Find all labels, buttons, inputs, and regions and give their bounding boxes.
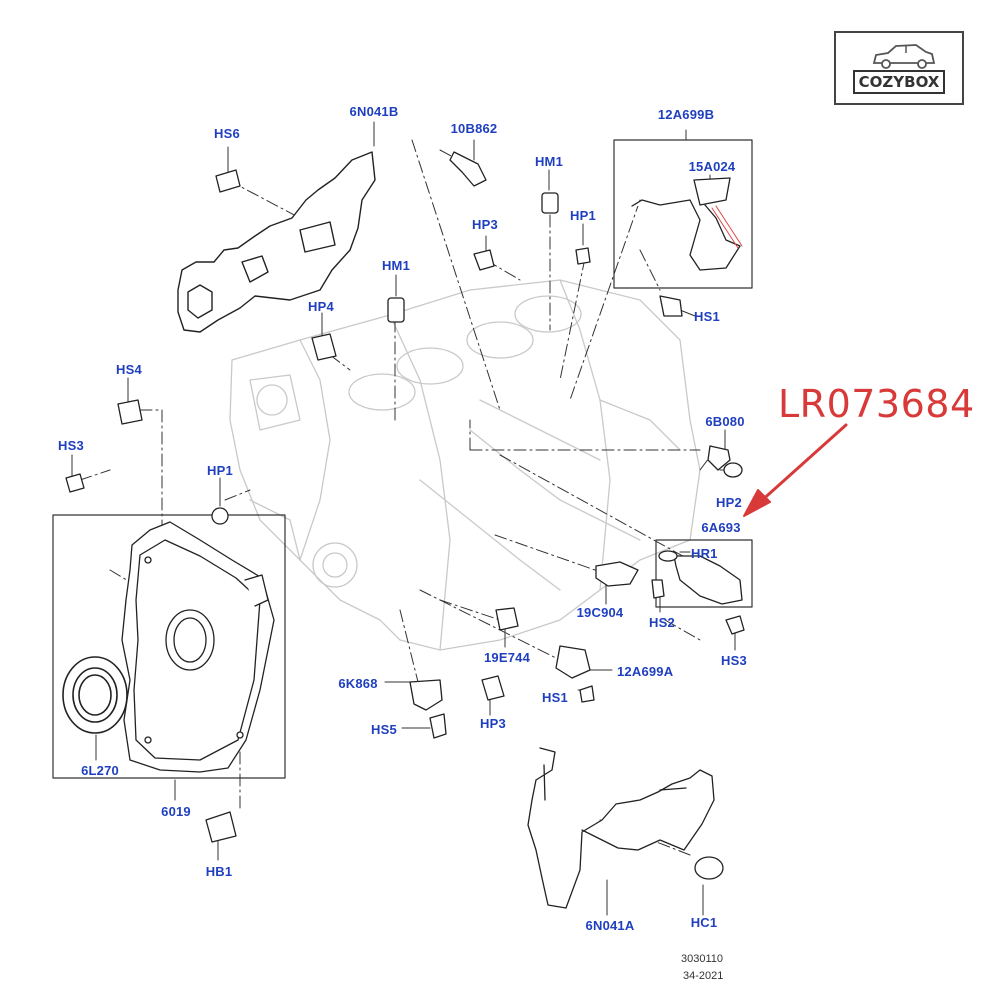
wire-highlight <box>711 205 743 249</box>
label-HM1-top: HM1 <box>534 154 564 169</box>
brand-logo: COZYBOX <box>834 31 964 105</box>
diagram-code: 3030110 <box>681 953 724 965</box>
label-6B080: 6B080 <box>705 414 745 429</box>
label-HS1-bottom: HS1 <box>542 690 568 705</box>
label-HP3-top: HP3 <box>472 217 498 232</box>
label-12A699B: 12A699B <box>657 107 715 122</box>
diagram-date: 34-2021 <box>683 970 724 982</box>
part-number: LR073684 <box>778 382 975 426</box>
label-HS5: HS5 <box>371 722 397 737</box>
small-parts <box>65 151 745 880</box>
label-6N041B: 6N041B <box>349 104 399 119</box>
front-cover <box>121 521 275 773</box>
label-15A024: 15A024 <box>688 159 736 174</box>
arrow-icon <box>743 423 848 517</box>
label-6K868: 6K868 <box>338 676 378 691</box>
label-12A699A: 12A699A <box>617 664 674 679</box>
engine-block <box>229 279 701 651</box>
label-HS1-top: HS1 <box>694 309 720 324</box>
label-HR1: HR1 <box>691 546 718 561</box>
crank-seal <box>62 656 128 734</box>
label-10B862: 10B862 <box>450 121 498 136</box>
label-HS6: HS6 <box>214 126 240 141</box>
callout-lines <box>71 121 736 916</box>
car-icon <box>872 44 936 69</box>
label-HP2: HP2 <box>716 495 742 510</box>
label-HB1: HB1 <box>205 864 233 879</box>
label-HS2: HS2 <box>649 615 675 630</box>
label-HP3-bottom: HP3 <box>480 716 506 731</box>
label-HS4: HS4 <box>116 362 142 377</box>
label-HP1-top: HP1 <box>570 208 596 223</box>
timing-cover-lower <box>527 747 715 909</box>
label-6L270: 6L270 <box>81 763 119 778</box>
label-6N041A: 6N041A <box>585 918 635 933</box>
label-HC1: HC1 <box>690 915 718 930</box>
label-19E744: 19E744 <box>483 650 531 665</box>
label-6019: 6019 <box>161 804 191 819</box>
label-HM1-mid: HM1 <box>381 258 411 273</box>
label-HP4: HP4 <box>308 299 334 314</box>
label-HP1-left: HP1 <box>207 463 233 478</box>
label-HS3-right: HS3 <box>721 653 747 668</box>
label-19C904: 19C904 <box>576 605 624 620</box>
brand-name: COZYBOX <box>852 70 946 94</box>
label-6A693: 6A693 <box>701 520 741 535</box>
timing-cover-upper <box>177 151 376 333</box>
label-HS3-left: HS3 <box>58 438 84 453</box>
